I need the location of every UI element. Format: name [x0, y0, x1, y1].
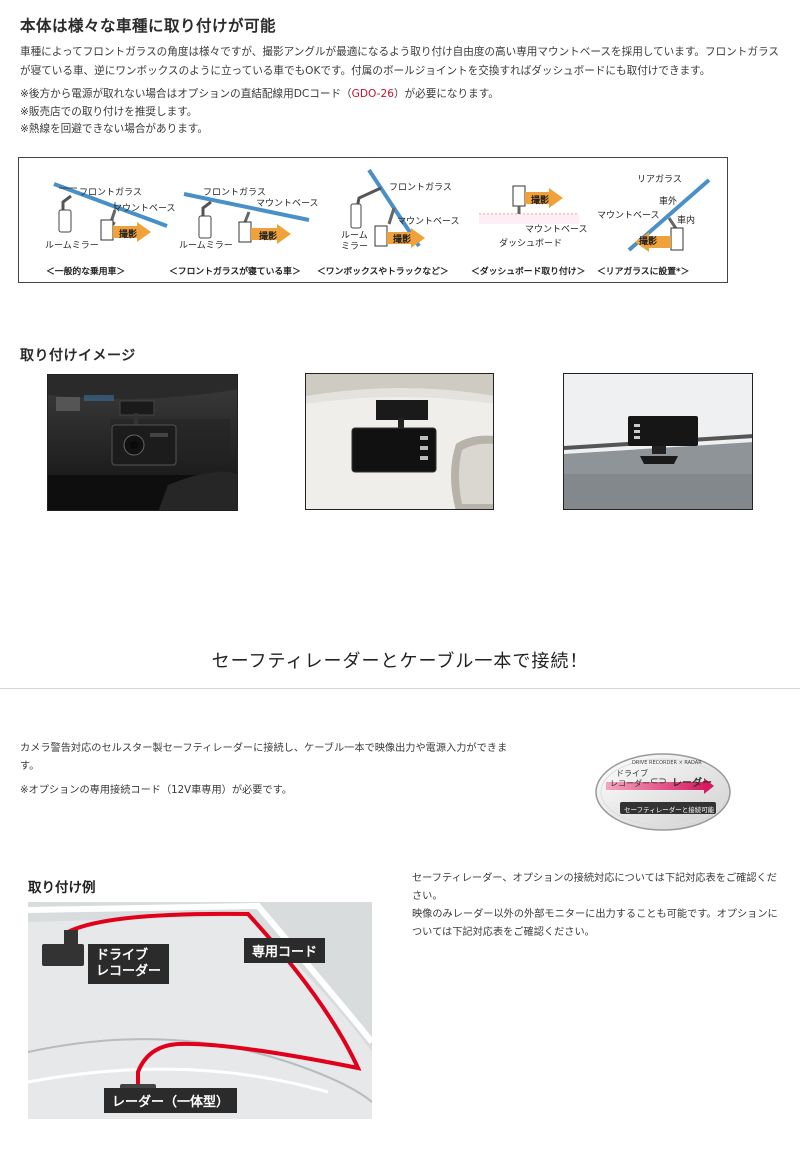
label-room-3: ルーム — [341, 231, 368, 241]
recorder-label-line-1: ドライブ — [96, 948, 149, 963]
compatibility-note-2: 映像のみレーダー以外の外部モニターに出力することも可能です。オプションについては… — [412, 909, 778, 938]
label-room-mirror-2: ルームミラー — [179, 241, 233, 251]
install-example-drawing — [28, 902, 372, 1119]
install-photo-1 — [47, 374, 238, 511]
install-photo-2 — [305, 373, 494, 510]
dc-cord-code: GDO-26 — [351, 88, 394, 100]
caption-rear-glass: ＜リアガラスに設置*＞ — [597, 267, 690, 277]
caption-normal-car: ＜一般的な乗用車＞ — [46, 267, 126, 277]
section-heading-install-example: 取り付け例 — [28, 880, 96, 896]
label-front-glass-3: フロントガラス — [389, 183, 452, 193]
note-suffix: ）が必要になります。 — [393, 88, 499, 100]
recorder-label: ドライブ レコーダー — [88, 944, 170, 984]
radar-note: ※オプションの専用接続コード（12V車専用）が必要です。 — [20, 785, 292, 796]
badge-left-text-2: レコーダー — [610, 779, 650, 788]
label-mount-base-3: マウントベース — [397, 217, 460, 227]
panel-upright-windshield — [350, 168, 425, 248]
label-front-glass-1: フロントガラス — [79, 188, 142, 198]
badge-shape — [595, 753, 731, 831]
mounting-notes: ※後方から電源が取れない場合はオプションの直結配線用DCコード（GDO-26）が… — [20, 86, 499, 139]
panel-rear-glass — [627, 178, 711, 252]
install-photo-3-image — [564, 374, 752, 509]
section-heading-mounting: 本体は様々な車種に取り付けが可能 — [20, 16, 277, 35]
note-prefix: ※後方から電源が取れない場合はオプションの直結配線用DCコード（ — [20, 88, 352, 100]
install-photo-3 — [563, 373, 753, 510]
label-shoot-4: 撮影 — [531, 196, 550, 206]
radar-description: カメラ警告対応のセルスター製セーフティレーダーに接続し、ケーブル一本で映像出力や… — [20, 743, 508, 772]
note-heat-wire: ※熱線を回避できない場合があります。 — [20, 123, 208, 135]
compatibility-notes: セーフティレーダー、オプションの接続対応については下記対応表をご確認ください。 … — [412, 870, 782, 942]
panel-sloped-windshield — [183, 192, 310, 244]
section-heading-install-image: 取り付けイメージ — [20, 348, 136, 364]
caption-sloped: ＜フロントガラスが寝ている車＞ — [169, 267, 301, 277]
badge-left-text-1: ドライブ — [616, 769, 648, 778]
label-shoot-5: 撮影 — [639, 237, 658, 247]
mounting-diagram: フロントガラス マウントベース ルームミラー 撮影 フロントガラス マウントベー… — [18, 157, 728, 283]
note-dealer: ※販売店での取り付けを推奨します。 — [20, 105, 198, 118]
install-photo-2-image — [306, 374, 493, 509]
label-mount-base-2: マウントベース — [256, 199, 319, 209]
label-outside-5: 車外 — [659, 197, 678, 207]
caption-upright: ＜ワンボックスやトラックなど＞ — [317, 267, 449, 277]
caption-dashboard: ＜ダッシュボード取り付け＞ — [471, 267, 586, 277]
panel-dashboard — [479, 185, 579, 224]
label-mount-base-5: マウントベース — [597, 211, 660, 221]
section-divider — [0, 688, 800, 689]
section-heading-radar-connection: セーフティレーダーとケーブル一本で接続！ — [211, 651, 589, 672]
label-shoot-2: 撮影 — [259, 232, 278, 242]
mounting-diagram-drawing — [53, 168, 711, 252]
mounting-description: 車種によってフロントガラスの角度は様々ですが、撮影アングルが最適になるよう取り付… — [20, 46, 779, 77]
install-example-diagram: ドライブ レコーダー 専用コード レーダー（一体型） — [28, 902, 372, 1119]
link-icon: ⊂⊃ — [650, 776, 667, 787]
label-front-glass-2: フロントガラス — [203, 188, 266, 198]
badge-top-text: DRIVE RECORDER × RADAR — [632, 760, 702, 766]
label-inside-5: 車内 — [677, 216, 696, 226]
label-mirror-3: ミラー — [341, 242, 369, 252]
install-photo-1-image — [48, 375, 237, 510]
panel-normal-car — [53, 182, 168, 242]
compatibility-note-1: セーフティレーダー、オプションの接続対応については下記対応表をご確認ください。 — [412, 873, 777, 902]
label-mount-base-1: マウントベース — [113, 204, 176, 214]
note-dc-cord: ※後方から電源が取れない場合はオプションの直結配線用DCコード（GDO-26）が… — [20, 86, 499, 104]
badge-right-text: レーダー — [672, 778, 712, 789]
label-shoot-1: 撮影 — [119, 230, 138, 240]
label-rear-glass-5: リアガラス — [637, 175, 682, 185]
cord-label: 専用コード — [244, 938, 326, 963]
label-shoot-3: 撮影 — [393, 235, 412, 245]
label-mount-base-4: マウントベース — [525, 225, 588, 235]
radar-connection-badge: DRIVE RECORDER × RADAR ドライブ レコーダー ⊂⊃ レーダ… — [594, 752, 732, 832]
radar-label: レーダー（一体型） — [104, 1088, 238, 1113]
label-room-mirror-1: ルームミラー — [45, 241, 99, 251]
badge-bottom-text: セーフティレーダーと接続可能 — [624, 806, 715, 814]
label-dashboard-4: ダッシュボード — [499, 239, 563, 249]
recorder-label-line-2: レコーダー — [96, 964, 162, 979]
